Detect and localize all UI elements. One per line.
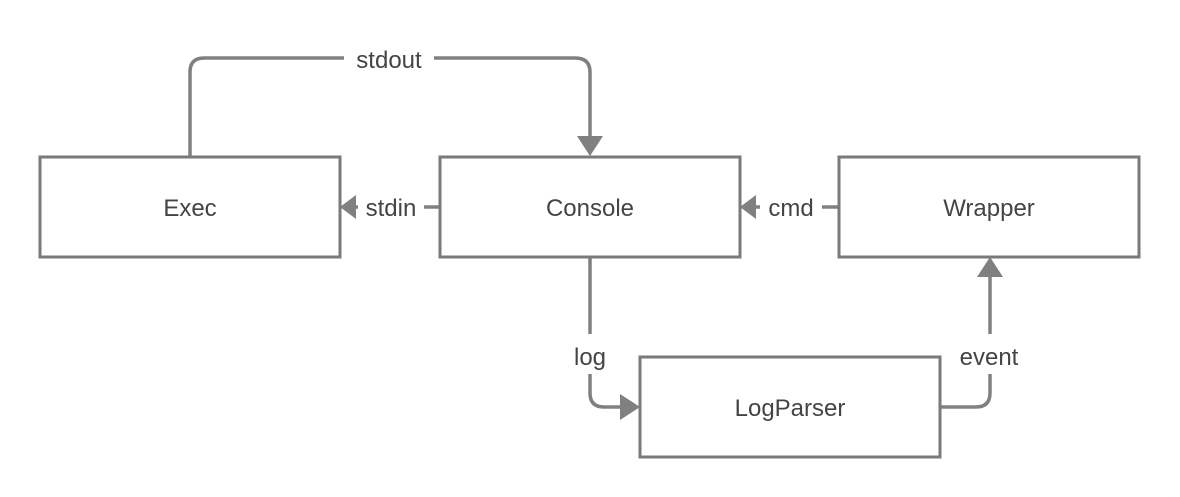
edge-cmd-label: cmd — [768, 195, 813, 222]
node-wrapper-label: Wrapper — [943, 195, 1035, 222]
node-console-label: Console — [546, 195, 634, 222]
edge-event-arrowhead — [977, 257, 1003, 277]
edge-cmd-arrowhead — [740, 195, 756, 219]
edge-stdin: stdin — [340, 190, 440, 224]
edge-stdin-label-bg — [358, 190, 424, 224]
edge-event-label-bg — [952, 334, 1028, 374]
edge-cmd-label-bg — [760, 190, 822, 224]
node-exec-label: Exec — [163, 195, 216, 222]
node-wrapper-box — [837, 155, 1141, 259]
edge-event: event — [940, 257, 1028, 409]
edge-log-arrowhead — [620, 394, 640, 420]
edge-stdout-label: stdout — [356, 47, 422, 74]
edge-log-label: log — [574, 344, 606, 371]
edge-stdin-label: stdin — [366, 195, 417, 222]
node-exec-box — [38, 155, 342, 259]
edge-stdout: stdout — [188, 42, 603, 156]
edge-event-label: event — [960, 344, 1019, 371]
node-logparser: LogParser — [638, 355, 942, 459]
edge-event-line — [940, 276, 992, 409]
edge-stdout-label-bg — [344, 42, 434, 76]
edge-log-label-bg — [562, 334, 618, 374]
node-console-box — [438, 155, 742, 259]
node-logparser-box — [638, 355, 942, 459]
edge-log-line — [588, 257, 622, 409]
node-console: Console — [438, 155, 742, 259]
node-logparser-label: LogParser — [735, 395, 846, 422]
edge-cmd: cmd — [740, 190, 839, 224]
edge-log: log — [562, 257, 640, 420]
edge-stdin-arrowhead — [340, 195, 356, 219]
edge-stdout-arrowhead — [577, 136, 603, 156]
node-exec: Exec — [38, 155, 342, 259]
node-wrapper: Wrapper — [837, 155, 1141, 259]
